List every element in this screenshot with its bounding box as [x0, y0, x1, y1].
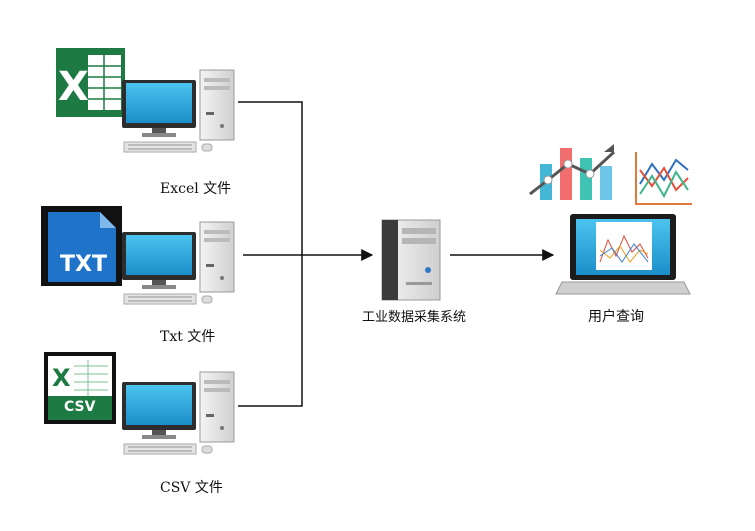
txt-source-label: Txt 文件	[160, 329, 216, 345]
csv-badge-text: CSV	[64, 399, 96, 415]
svg-text:X: X	[52, 364, 71, 392]
csv-source-label: CSV 文件	[160, 480, 223, 496]
desktop-computer-icon	[121, 371, 235, 455]
csv-connector	[238, 255, 303, 407]
excel-file-icon: X	[53, 45, 128, 120]
client-label: 用户查询	[588, 309, 644, 325]
source-csv: X	[44, 352, 235, 455]
csv-file-icon: X	[44, 352, 116, 424]
txt-badge-text: TXT	[60, 252, 107, 277]
connector-lines	[238, 101, 555, 407]
txt-file-icon	[41, 206, 122, 286]
collector-label: 工业数据采集系统	[362, 310, 467, 325]
line-chart-icon	[635, 152, 692, 205]
excel-connector	[238, 101, 303, 255]
desktop-computer-icon	[121, 221, 235, 305]
laptop-icon	[555, 214, 691, 295]
server-icon	[381, 219, 441, 301]
bar-chart-icon	[529, 144, 616, 200]
svg-text:X: X	[58, 64, 89, 110]
source-excel: X	[53, 45, 235, 153]
desktop-computer-icon	[121, 69, 235, 153]
source-txt	[41, 206, 235, 305]
excel-source-label: Excel 文件	[160, 181, 232, 197]
